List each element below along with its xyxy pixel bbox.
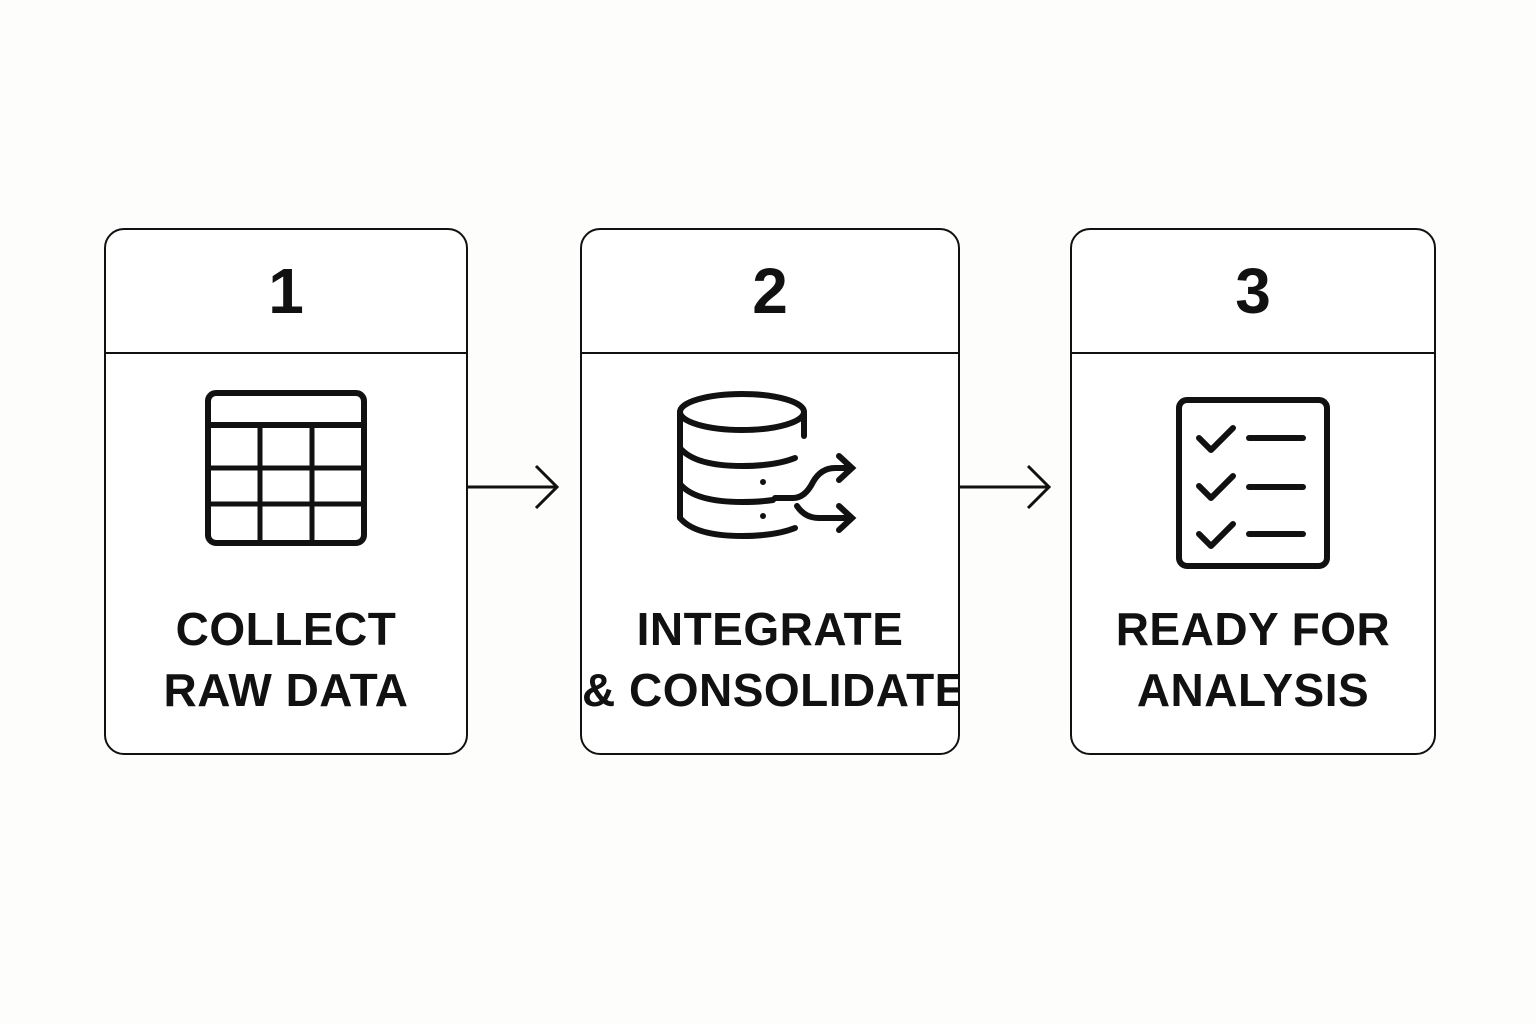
- step-header-2: 2: [582, 230, 958, 354]
- step-number-1: 1: [268, 255, 304, 327]
- step-header-3: 3: [1072, 230, 1434, 354]
- database-merge-icon: [677, 391, 857, 540]
- step-number-2: 2: [752, 255, 788, 327]
- step-label-2: INTEGRATE & CONSOLIDATE: [582, 599, 958, 721]
- step-label-1-line-2: RAW DATA: [163, 664, 409, 716]
- step-card-3: 3 READY FOR ANALYSIS: [1070, 228, 1436, 755]
- step-body-1: COLLECT RAW DATA: [106, 354, 466, 753]
- step-label-1: COLLECT RAW DATA: [106, 599, 466, 721]
- step-header-1: 1: [106, 230, 466, 354]
- step-body-3: READY FOR ANALYSIS: [1072, 354, 1434, 753]
- step-label-2-line-2: & CONSOLIDATE: [582, 664, 960, 716]
- step-number-3: 3: [1235, 255, 1271, 327]
- checklist-icon: [1176, 397, 1330, 569]
- step-label-3-line-1: READY FOR: [1115, 603, 1391, 655]
- arrow-right-icon: [468, 464, 560, 510]
- step-label-2-line-1: INTEGRATE: [636, 603, 904, 655]
- step-body-2: INTEGRATE & CONSOLIDATE: [582, 354, 958, 753]
- step-label-3: READY FOR ANALYSIS: [1072, 599, 1434, 721]
- step-card-2: 2: [580, 228, 960, 755]
- table-grid-icon: [205, 390, 367, 546]
- arrow-right-icon: [960, 464, 1052, 510]
- step-label-3-line-2: ANALYSIS: [1136, 664, 1370, 716]
- step-card-1: 1 COLLECT RAW DATA: [104, 228, 468, 755]
- step-label-1-line-1: COLLECT: [175, 603, 397, 655]
